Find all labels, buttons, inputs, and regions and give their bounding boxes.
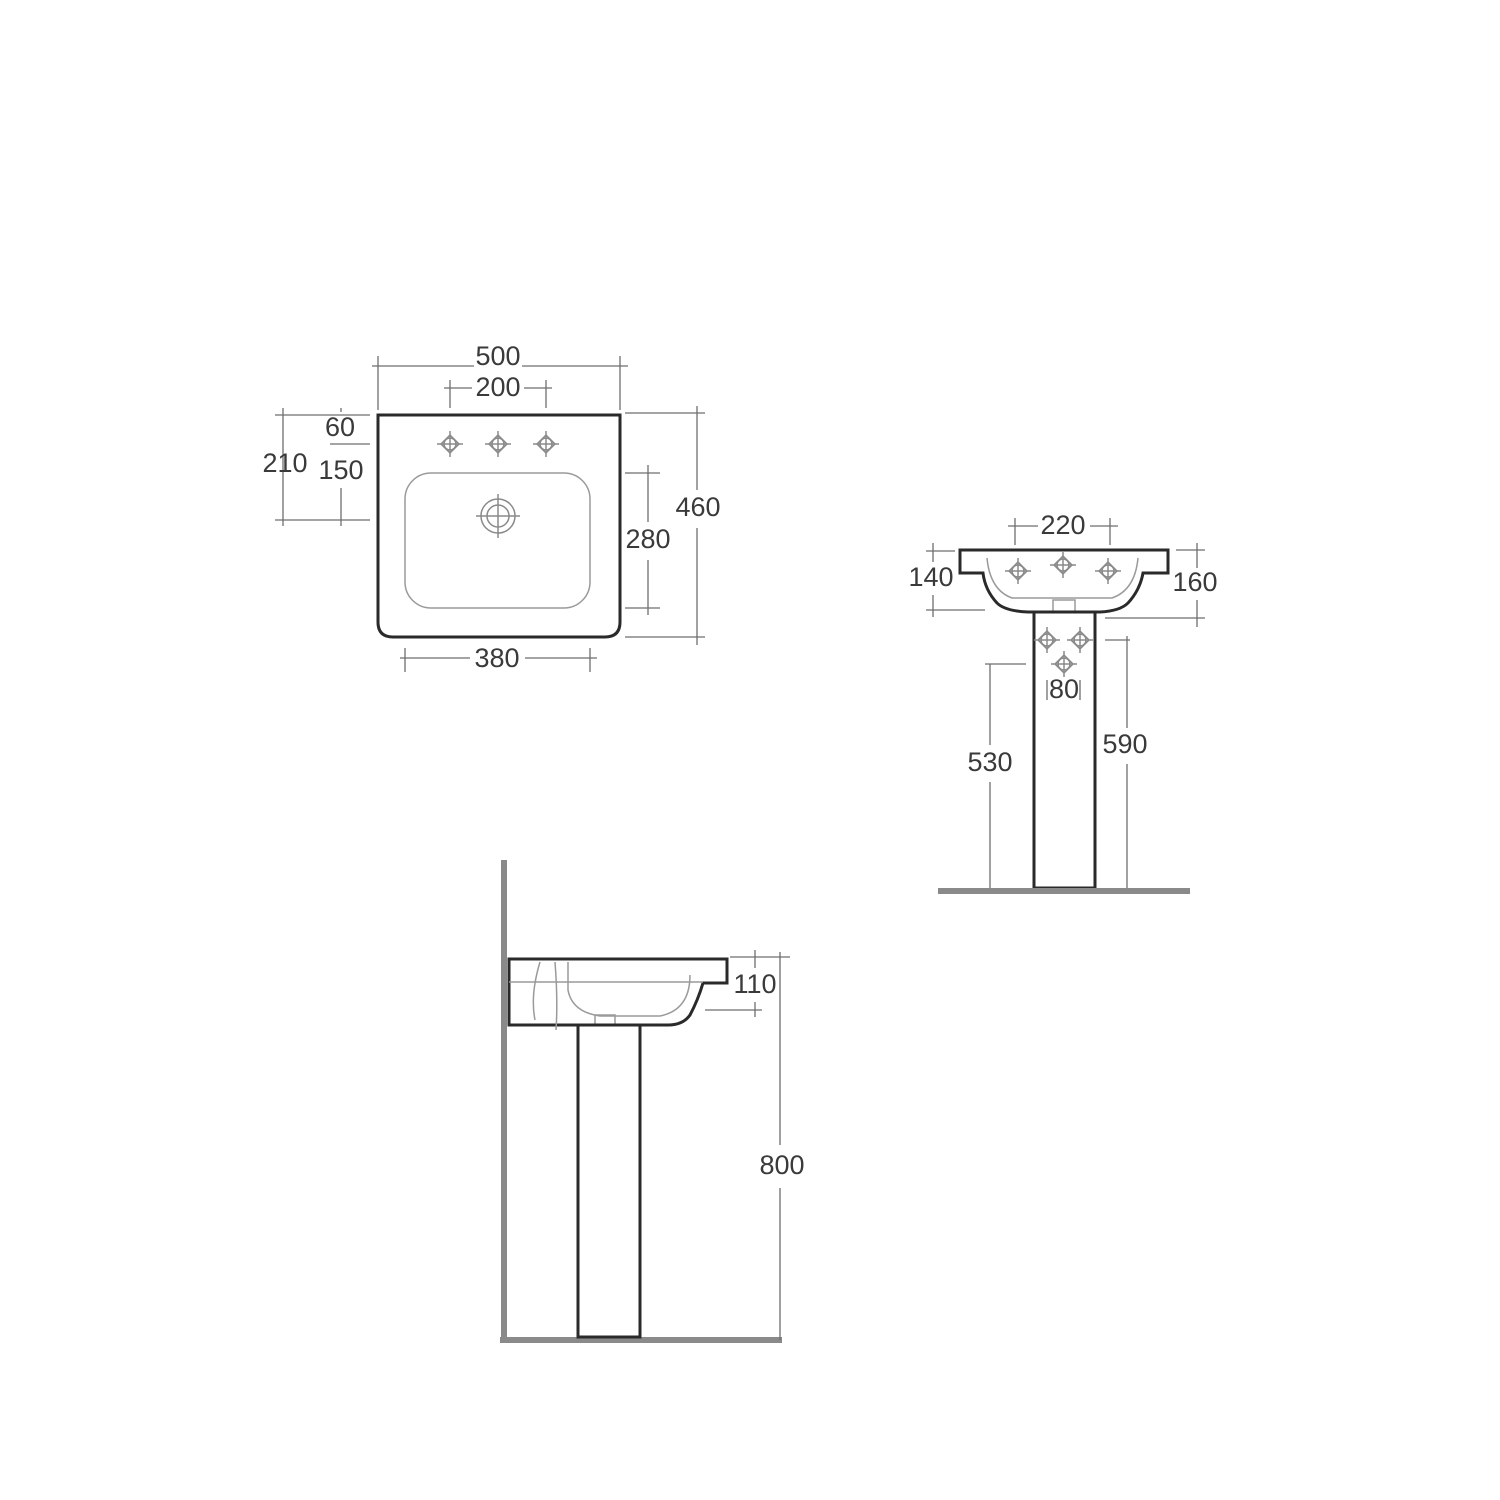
hidden-lines	[509, 961, 703, 1031]
dim-tap-from-back: 60	[325, 412, 355, 442]
dim-tap-spacing: 200	[475, 372, 520, 402]
bowl-inner-line	[986, 557, 1139, 599]
dim-pedestal-hole-spacing: 80	[1049, 674, 1079, 704]
front-view: 220 140 160 80 530 590	[908, 510, 1218, 894]
dimension-lines	[705, 950, 790, 1340]
dim-back-to-waste: 210	[262, 448, 307, 478]
dimension-lines	[275, 356, 705, 672]
pedestal	[576, 1023, 642, 1339]
dim-height-right: 590	[1102, 729, 1147, 759]
bowl-inner-line	[567, 962, 691, 1017]
dim-rim-left-height: 140	[908, 562, 953, 592]
plan-view: 500 200 60 150 210 280 460 380	[262, 341, 720, 673]
dim-overall-width: 500	[475, 341, 520, 371]
dim-bowl-from-tap: 150	[318, 455, 363, 485]
basin-side-outline	[507, 957, 729, 1027]
dim-overall-height: 800	[759, 1150, 804, 1180]
dim-overall-depth: 460	[675, 492, 720, 522]
side-view: 110 800	[500, 860, 805, 1343]
basin-outline	[376, 413, 622, 639]
dim-bowl-width: 380	[474, 643, 519, 673]
bowl-outline	[404, 472, 591, 609]
dim-rim-right-height: 160	[1172, 567, 1217, 597]
dimension-lines	[926, 518, 1205, 888]
dim-bowl-depth: 280	[625, 524, 670, 554]
dim-bowl-height: 110	[733, 969, 776, 999]
dim-height-left: 530	[967, 747, 1012, 777]
waste-icon	[476, 494, 520, 538]
dim-waste-width: 220	[1040, 510, 1085, 540]
